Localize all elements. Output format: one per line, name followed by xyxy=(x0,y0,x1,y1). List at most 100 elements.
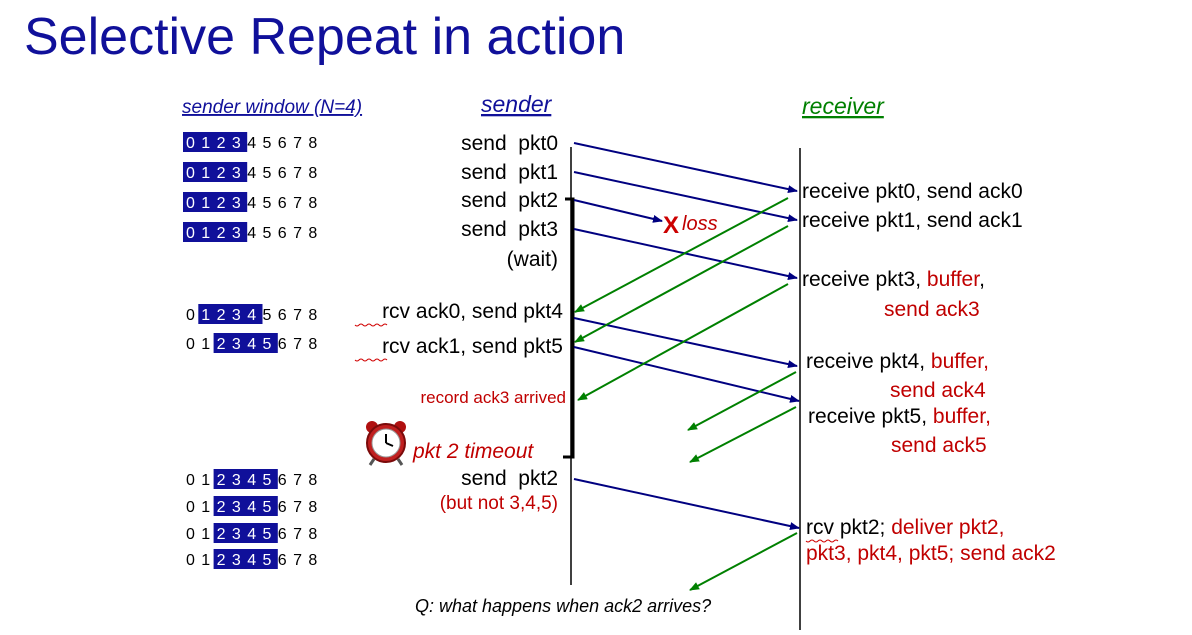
sequence-number: 0 xyxy=(186,499,195,516)
pkt2-lost-arrow xyxy=(573,199,663,223)
sequence-number: 1 xyxy=(201,336,210,353)
sequence-number: 6 xyxy=(278,195,287,212)
rcv-word: rcv xyxy=(382,300,410,323)
send-pkt3-label: send pkt3 xyxy=(461,218,558,241)
sequence-number: 7 xyxy=(293,135,302,152)
sequence-number: 5 xyxy=(263,499,272,516)
sequence-number: 5 xyxy=(263,165,272,182)
ack2-arrow xyxy=(689,532,798,591)
sequence-number: 0 xyxy=(186,552,195,569)
sequence-number: 3 xyxy=(232,195,241,212)
sequence-number: 1 xyxy=(201,526,210,543)
sequence-number: 8 xyxy=(308,135,317,152)
sequence-number: 4 xyxy=(247,135,256,152)
spellcheck-squiggle xyxy=(805,539,839,543)
sequence-number: 6 xyxy=(278,472,287,489)
sequence-number: 2 xyxy=(217,307,226,324)
window-highlight xyxy=(213,549,278,569)
receive-pkt1-label: receive pkt1, send ack1 xyxy=(802,209,1023,232)
sequence-number: 8 xyxy=(308,165,317,182)
rcv-pkt2-label: rcv pkt2; deliver pkt2, xyxy=(806,516,1004,539)
sequence-number: 7 xyxy=(293,195,302,212)
sequence-number: 8 xyxy=(308,195,317,212)
sequence-number: 4 xyxy=(247,499,256,516)
sequence-number: 4 xyxy=(247,552,256,569)
sequence-number: 8 xyxy=(308,336,317,353)
sequence-number: 3 xyxy=(232,526,241,543)
rcv-pkt2-black: pkt2; xyxy=(834,516,891,539)
sequence-number: 1 xyxy=(201,499,210,516)
sequence-number: 8 xyxy=(308,472,317,489)
ack0-arrow xyxy=(574,197,789,313)
sequence-number: 8 xyxy=(308,307,317,324)
sequence-number: 1 xyxy=(201,552,210,569)
page-title: Selective Repeat in action xyxy=(24,8,625,66)
send-pkt1-label: send pkt1 xyxy=(461,161,558,184)
pkt4-arrow xyxy=(573,317,798,369)
sequence-number: 5 xyxy=(263,526,272,543)
sequence-number: 6 xyxy=(278,307,287,324)
sequence-number: 4 xyxy=(247,225,256,242)
sequence-number: 5 xyxy=(263,195,272,212)
sequence-number: 6 xyxy=(278,336,287,353)
sequence-number: 2 xyxy=(217,499,226,516)
sequence-number: 0 xyxy=(186,526,195,543)
ack4-arrow xyxy=(687,371,797,431)
send-ack4-label: send ack4 xyxy=(890,379,986,402)
receive-pkt4-buffer: buffer, xyxy=(931,350,989,373)
sequence-number: 3 xyxy=(232,552,241,569)
rcv-ack0-send-pkt4-label: rcv ack0, send pkt4 xyxy=(382,300,563,323)
window-highlight xyxy=(183,192,248,212)
sequence-number: 5 xyxy=(263,552,272,569)
sequence-number: 8 xyxy=(308,526,317,543)
sequence-number: 6 xyxy=(278,552,287,569)
deliver-line2-label: pkt3, pkt4, pkt5; send ack2 xyxy=(806,542,1056,565)
sequence-number: 5 xyxy=(263,472,272,489)
window-highlight xyxy=(183,162,248,182)
send-ack5-label: send ack5 xyxy=(891,434,987,457)
alarm-clock-icon xyxy=(366,421,406,466)
sequence-number: 0 xyxy=(186,472,195,489)
sender-window-header: sender window (N=4) xyxy=(182,97,362,118)
sequence-number: 5 xyxy=(263,336,272,353)
sequence-number: 1 xyxy=(201,225,210,242)
window-highlight xyxy=(183,222,248,242)
send-pkt2-label: send pkt2 xyxy=(461,189,558,212)
sequence-number: 7 xyxy=(293,225,302,242)
rcv-ack1-rest: ack1, send pkt5 xyxy=(410,335,563,358)
sequence-number: 7 xyxy=(293,552,302,569)
window-highlight xyxy=(213,523,278,543)
spellcheck-squiggle xyxy=(354,323,388,327)
sequence-number: 2 xyxy=(217,165,226,182)
window-highlight xyxy=(213,496,278,516)
receive-pkt5-black: receive pkt5, xyxy=(808,405,933,428)
sequence-number: 0 xyxy=(186,225,195,242)
ack1-arrow xyxy=(574,225,789,343)
sequence-number: 3 xyxy=(232,165,241,182)
record-ack3-label: record ack3 arrived xyxy=(420,388,566,407)
loss-label: loss xyxy=(682,213,718,235)
sequence-number: 1 xyxy=(201,472,210,489)
sender-header: sender xyxy=(481,91,553,117)
ack3-arrow xyxy=(577,283,789,401)
sequence-number: 4 xyxy=(247,336,256,353)
sequence-number: 1 xyxy=(201,307,210,324)
sequence-number: 6 xyxy=(278,499,287,516)
sequence-number: 8 xyxy=(308,225,317,242)
sequence-number: 5 xyxy=(263,307,272,324)
sequence-number: 2 xyxy=(217,552,226,569)
sequence-number: 1 xyxy=(201,195,210,212)
receive-pkt3-buffer: buffer xyxy=(927,268,980,291)
sequence-number: 7 xyxy=(293,165,302,182)
receive-pkt3-label: receive pkt3, buffer, xyxy=(802,268,985,291)
deliver-pkt2: deliver pkt2, xyxy=(891,516,1004,539)
sequence-number: 4 xyxy=(247,195,256,212)
